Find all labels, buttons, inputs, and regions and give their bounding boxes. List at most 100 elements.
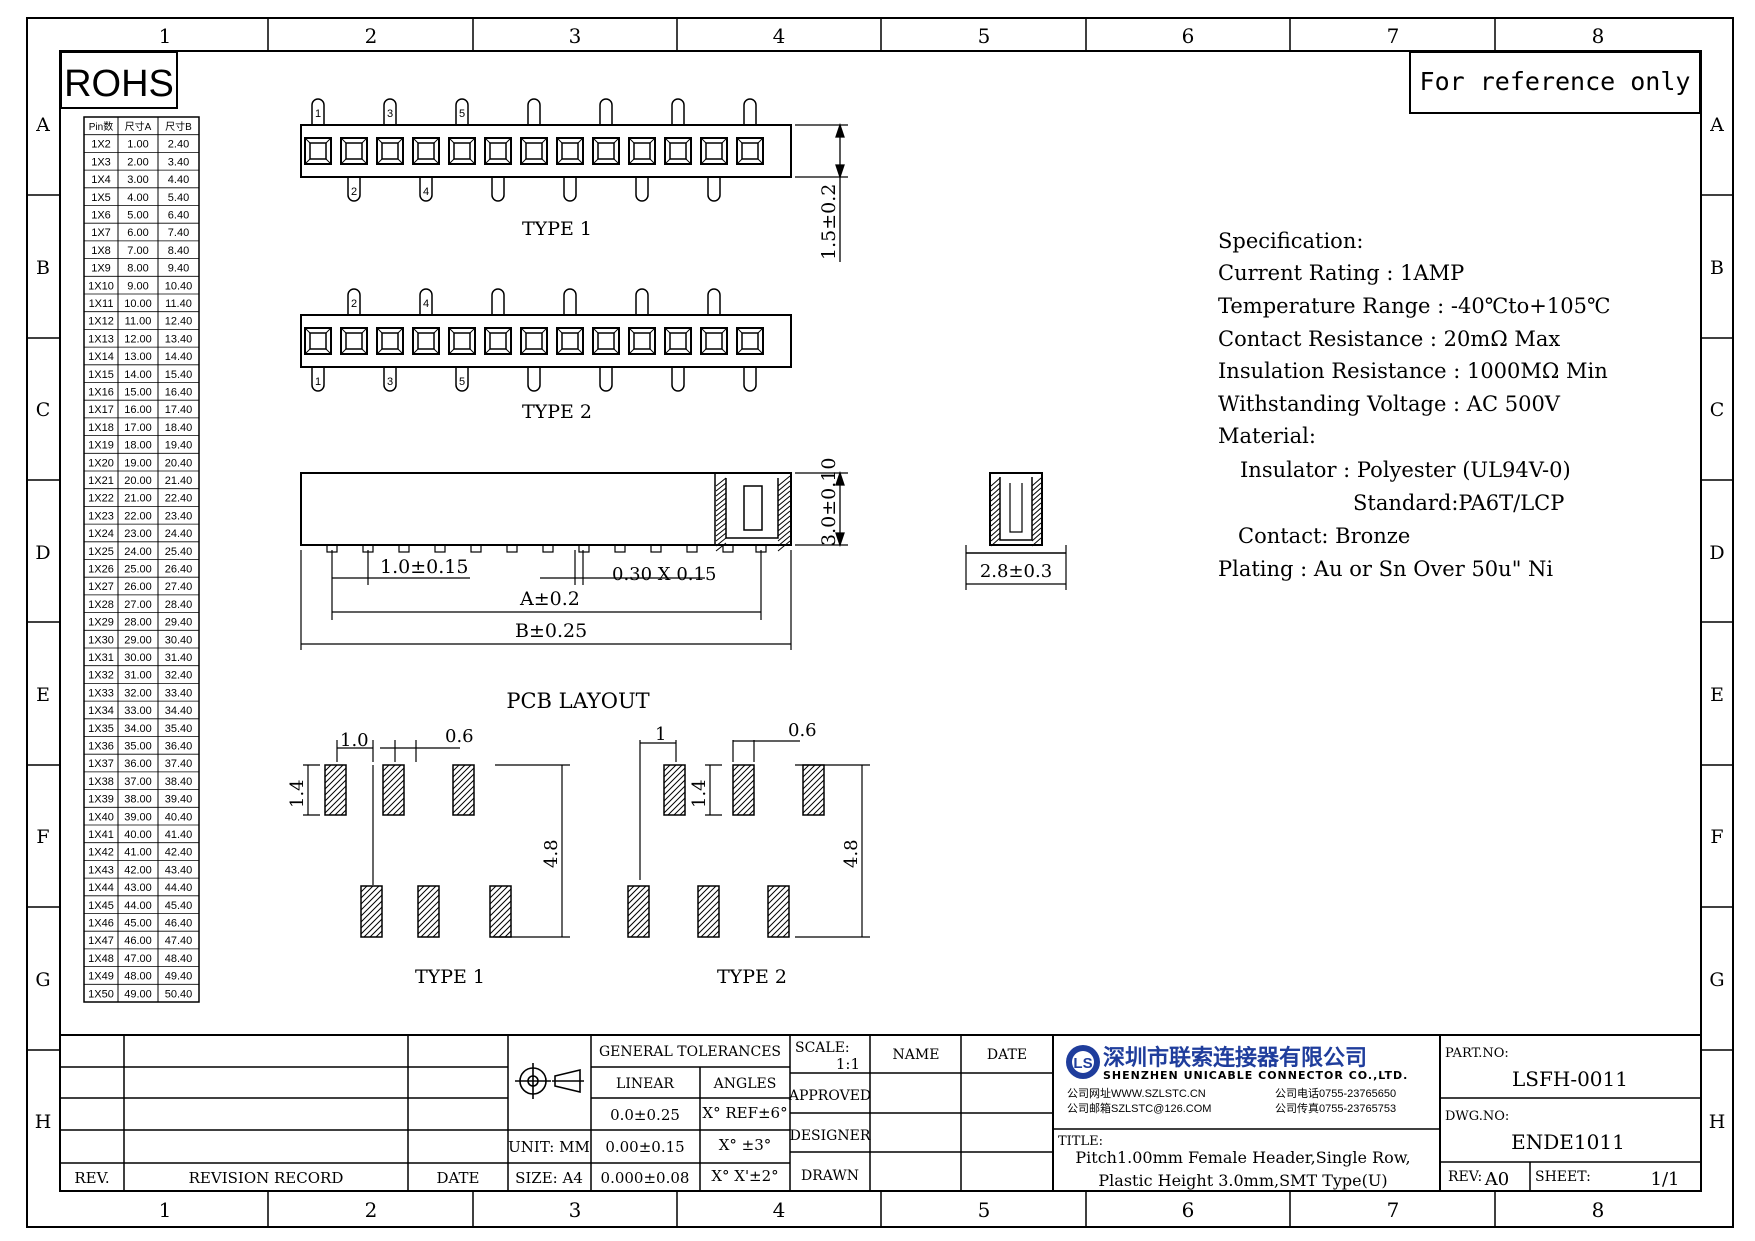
row-label: E [36,684,50,706]
row-label: B [1710,257,1724,279]
table-cell: 45.00 [124,918,152,930]
table-cell: 31.00 [124,670,152,682]
table-cell: 3.00 [127,174,148,186]
table-cell: 17.00 [124,422,152,434]
table-cell: 18.40 [165,422,193,434]
table-cell: 43.40 [165,864,193,876]
zone-grid [27,18,1733,1227]
pcb-dim-lines [303,740,870,938]
table-cell: 1X7 [91,227,111,239]
company-fax: 公司传真0755-23765753 [1275,1101,1396,1115]
scale-label: SCALE: [795,1040,850,1056]
table-cell: 35.40 [165,723,193,735]
table-cell: 1X18 [88,422,114,434]
table-cell: 44.00 [124,900,152,912]
table-cell: 32.00 [124,687,152,699]
table-cell: 41.00 [124,847,152,859]
table-cell: 5.00 [127,210,148,222]
title-line-2: Plastic Height 3.0mm,SMT Type(U) [1098,1171,1387,1190]
table-cell: 13.00 [124,351,152,363]
table-cell: 21.00 [124,493,152,505]
angle-tol-2: X° ±3° [719,1136,772,1154]
table-cell: 1X26 [88,564,114,576]
table-cell: 37.40 [165,758,193,770]
spec-plating: Plating : Au or Sn Over 50u" Ni [1218,557,1553,581]
row-label: A [35,114,50,136]
column-label: 6 [1182,1198,1195,1222]
table-cell: 40.00 [124,829,152,841]
spec-insulator: Insulator : Polyester (UL94V-0) [1240,458,1571,482]
name-label: NAME [893,1047,940,1063]
part-no: LSFH-0011 [1512,1067,1628,1091]
type2-label: TYPE 2 [522,401,592,423]
revision-record-label: REVISION RECORD [189,1169,344,1187]
spec-current: Current Rating : 1AMP [1218,261,1464,285]
table-cell: 39.00 [124,811,152,823]
pcb1-pitch: 1.0 [340,730,369,751]
row-label: F [36,826,49,848]
column-label: 8 [1592,24,1605,48]
table-cell: 23.00 [124,528,152,540]
projection-symbol [515,1063,584,1099]
table-cell: 11.40 [165,298,192,310]
company-web: 公司网址WWW.SZLSTC.CN [1067,1086,1206,1100]
part-no-label: PART.NO: [1445,1046,1509,1061]
table-cell: 24.00 [124,546,152,558]
row-label: C [1710,399,1725,421]
table-cell: 1X19 [88,440,114,452]
pcb2-pitch: 1 [655,724,666,745]
pin-number: 4 [423,186,429,198]
spec-insulation: Insulation Resistance : 1000MΩ Min [1218,359,1608,383]
drawn-label: DRAWN [801,1168,859,1184]
dim-height: 3.0±0.10 [818,458,840,546]
table-cell: 1.00 [127,139,148,151]
row-label: D [1709,542,1724,564]
table-cell: 1X25 [88,546,114,558]
table-cell: 1X40 [88,811,114,823]
spec-contact-resistance: Contact Resistance : 20mΩ Max [1218,327,1560,351]
table-cell: 1X20 [88,457,114,469]
size-label: SIZE: A4 [515,1169,583,1187]
table-cell: 1X43 [88,864,114,876]
dim-pitch: 1.0±0.15 [380,556,468,578]
table-cell: 1X33 [88,687,114,699]
row-label: G [1709,969,1724,991]
table-cell: 6.40 [168,210,189,222]
linear-tol-2: 0.00±0.15 [605,1138,684,1156]
dim-b: B±0.25 [515,620,587,642]
table-cell: 1X45 [88,900,114,912]
table-cell: 30.40 [165,634,193,646]
pcb2-span: 4.8 [841,839,862,868]
table-cell: 48.00 [124,971,152,983]
company-logo: LS [1066,1045,1100,1079]
dim-pin: 0.30 X 0.15 [612,564,716,585]
table-cell: 4.00 [127,192,148,204]
table-header: Pin数 [89,120,113,133]
dim-a: A±0.2 [519,588,580,610]
table-cell: 39.40 [165,794,193,806]
table-cell: 4.40 [168,174,189,186]
pin-number: 1 [315,108,321,120]
approved-label: APPROVED [788,1088,871,1104]
table-cell: 1X2 [91,139,111,151]
table-cell: 13.40 [165,333,193,345]
table-cell: 1X12 [88,316,114,328]
table-cell: 27.40 [165,581,193,593]
table-cell: 25.40 [165,546,193,558]
column-label: 1 [159,24,172,48]
table-cell: 10.40 [165,280,193,292]
dim-pitch-lines [300,550,792,650]
table-cell: 1X31 [88,652,114,664]
title-block-lines [60,1034,1701,1191]
title-line-1: Pitch1.00mm Female Header,Single Row, [1075,1148,1410,1167]
table-cell: 9.40 [168,263,189,275]
table-cell: 1X42 [88,847,114,859]
table-cell: 1X44 [88,882,114,894]
pin-number: 4 [423,298,429,310]
table-cell: 5.40 [168,192,189,204]
